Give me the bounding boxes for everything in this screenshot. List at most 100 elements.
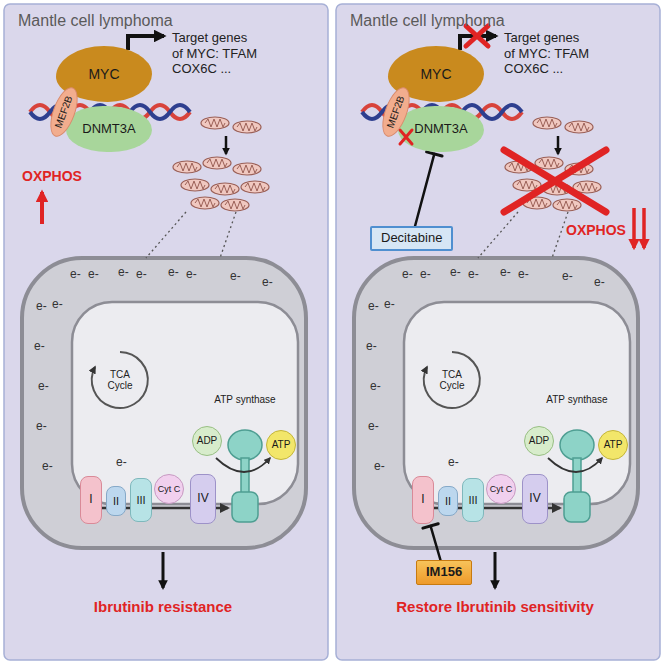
- pathway-label-box: OXPHOS: [22, 168, 82, 184]
- electron-label: e-: [500, 266, 511, 280]
- molecule-circle: ATP: [266, 430, 296, 460]
- node-text: II: [445, 495, 451, 508]
- node-text: ADP: [529, 435, 550, 447]
- atp-synthase-head: [228, 430, 262, 460]
- enzyme-label: ATP synthase: [546, 394, 608, 406]
- panel-title: Mantle cell lymphoma: [18, 12, 314, 30]
- decrease-arrow: [632, 208, 636, 248]
- outcome-label: Restore Ibrutinib sensitivity: [396, 598, 594, 615]
- biogenesis-arrow: [225, 136, 228, 154]
- mitochondrion-icon: [203, 157, 231, 169]
- electron-label-box: e-: [402, 268, 413, 282]
- mitochondrion-icon: [233, 121, 261, 133]
- node-text: MYC: [420, 66, 451, 82]
- electron-label-box: e-: [168, 266, 179, 280]
- electron-label: e-: [384, 298, 395, 312]
- connector-line: [415, 154, 434, 226]
- node-text: IV: [197, 492, 208, 506]
- electron-label: e-: [374, 460, 385, 474]
- electron-label-box: e-: [368, 300, 379, 314]
- atp-synthase-stalk: [241, 458, 249, 494]
- mitochondrion-matrix: [72, 302, 298, 504]
- electron-label-box: e-: [384, 298, 395, 312]
- electron-label-box: e-: [36, 420, 47, 434]
- complex-box: II: [438, 486, 458, 516]
- complex-box: II: [106, 486, 126, 516]
- electron-label: e-: [594, 276, 605, 290]
- electron-label: e-: [186, 268, 197, 282]
- inhibition-bar: [427, 152, 442, 156]
- electron-label: e-: [136, 268, 147, 282]
- electron-label-box: e-: [450, 266, 461, 280]
- increase-arrow: [40, 192, 44, 224]
- electron-label-box: e-: [186, 268, 197, 282]
- complex-box: I: [412, 476, 434, 524]
- electron-label: e-: [518, 268, 529, 282]
- cytochrome-circle: Cyt C: [486, 474, 516, 504]
- electron-label-box: e-: [136, 268, 147, 282]
- gene-list: Target genes of MYC: TFAM COX6C ...: [172, 30, 258, 77]
- mitochondrion-icon: [201, 117, 229, 129]
- inhibition-cross: [466, 26, 606, 212]
- electron-label-box: e-: [36, 300, 47, 314]
- inhibition-connector: [415, 152, 442, 226]
- mitochondrion-icon: [221, 199, 249, 211]
- electron-label-box: e-: [368, 420, 379, 434]
- node-text: DNMT3A: [82, 122, 135, 137]
- cytochrome-circle: Cyt C: [154, 474, 184, 504]
- mitochondrion-icon: [211, 183, 239, 195]
- electron-label: e-: [370, 380, 381, 394]
- electron-label: e-: [468, 268, 479, 282]
- outcome-label: Ibrutinib resistance: [94, 598, 232, 615]
- electron-label-box: e-: [230, 270, 241, 284]
- cycle-label-box: TCA Cycle: [98, 369, 142, 392]
- node-text: IV: [529, 492, 540, 506]
- outcome-label-box: Ibrutinib resistance: [94, 598, 232, 615]
- electron-label: e-: [116, 456, 127, 470]
- electron-label-box: e-: [262, 276, 273, 290]
- tca-cycle-arrow: [92, 352, 148, 408]
- inhibition-bar: [423, 524, 438, 528]
- node-text: III: [468, 494, 477, 507]
- electron-label: e-: [448, 456, 459, 470]
- electron-label: e-: [42, 460, 53, 474]
- drug-box: Decitabine: [370, 226, 453, 251]
- decrease-arrow: [642, 208, 646, 248]
- electron-label-box: e-: [38, 380, 49, 394]
- electron-label: e-: [368, 420, 379, 434]
- connector-line: [431, 526, 441, 560]
- electron-label-box: e-: [52, 298, 63, 312]
- complex-box: III: [462, 478, 484, 522]
- cycle-label: TCA Cycle: [98, 369, 142, 392]
- electron-label: e-: [118, 266, 129, 280]
- electron-label-box: e-: [448, 456, 459, 470]
- enzyme-label: ATP synthase: [214, 394, 276, 406]
- red-cross: [400, 130, 412, 144]
- electron-label: e-: [562, 270, 573, 284]
- electron-label-box: e-: [562, 270, 573, 284]
- electron-label: e-: [368, 300, 379, 314]
- electron-label: e-: [450, 266, 461, 280]
- node-text: II: [113, 495, 119, 508]
- complex-box: IV: [522, 474, 548, 524]
- electron-label-box: e-: [500, 266, 511, 280]
- electron-label: e-: [36, 420, 47, 434]
- electron-label: e-: [38, 380, 49, 394]
- node-text: MYC: [88, 66, 119, 82]
- node-text: DNMT3A: [414, 122, 467, 137]
- electron-label-box: e-: [88, 268, 99, 282]
- panel: Mantle cell lymphomaMYCMEF2BDNMT3ADecita…: [336, 4, 660, 660]
- outcome-arrow: [162, 552, 165, 588]
- mitochondrion-icon: [241, 181, 269, 193]
- gene-list: Target genes of MYC: TFAM COX6C ...: [504, 30, 590, 77]
- zoom-line: [220, 212, 236, 258]
- electron-label: e-: [36, 300, 47, 314]
- electron-label-box: e-: [116, 456, 127, 470]
- node-text: I: [89, 493, 92, 507]
- electron-label-box: e-: [42, 460, 53, 474]
- molecule-circle: ADP: [192, 426, 222, 456]
- pathway-label: OXPHOS: [22, 168, 82, 184]
- red-cross: [504, 150, 606, 212]
- mitochondrion-icon: [181, 179, 209, 191]
- atp-synthase-base: [232, 492, 258, 522]
